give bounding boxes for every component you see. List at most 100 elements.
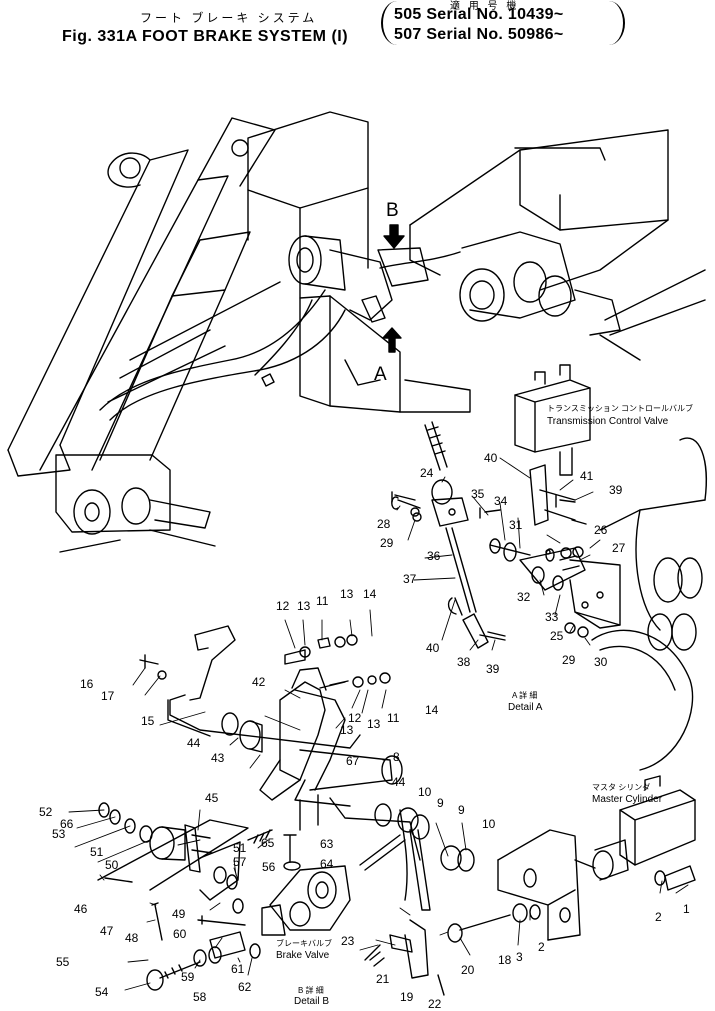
part-label: 44	[392, 775, 406, 789]
part-label: 10	[418, 785, 432, 799]
serial-line-1: 505 Serial No. 10439~	[394, 6, 564, 23]
part-label: 60	[173, 927, 187, 941]
serial-line-2: 507 Serial No. 50986~	[394, 26, 564, 43]
part-label: 12	[348, 711, 362, 725]
part-label: 47	[100, 924, 114, 938]
part-label: 2	[538, 940, 545, 954]
part-label: 30	[594, 655, 608, 669]
part-label: 35	[471, 487, 485, 501]
part-label: 11	[316, 594, 329, 608]
part-label: 3	[516, 950, 523, 964]
master-cylinder-jp: マスタ シリンダ	[592, 783, 651, 792]
part-label: 32	[517, 590, 531, 604]
detail-b-assembly	[97, 802, 445, 996]
part-label: 13	[367, 717, 381, 731]
part-label: 37	[403, 572, 417, 586]
part-label: 55	[56, 955, 70, 969]
part-label: 14	[363, 587, 377, 601]
part-label: 19	[400, 990, 414, 1004]
detail-a-assembly	[391, 421, 621, 649]
part-label: 9	[437, 796, 444, 810]
part-label: 58	[193, 990, 207, 1004]
fasteners	[139, 491, 589, 689]
part-label: 36	[427, 549, 441, 563]
part-label: 24	[420, 466, 434, 480]
part-label: 51	[233, 841, 247, 855]
part-label: 27	[612, 541, 626, 555]
part-label: 11	[387, 711, 400, 725]
detail-b-jp: B 詳 細	[298, 986, 324, 995]
part-label: 39	[486, 662, 500, 676]
view-label-b: B	[386, 200, 399, 221]
transmission-control-valve-jp: トランスミッション コントロールバルブ	[547, 404, 694, 413]
brake-valve-label: Brake Valve	[276, 950, 330, 961]
part-label: 48	[125, 931, 139, 945]
part-label: 66	[60, 817, 74, 831]
part-label: 29	[380, 536, 394, 550]
part-label: 20	[461, 963, 475, 977]
part-label: 17	[101, 689, 115, 703]
transmission-control-valve-label: Transmission Control Valve	[547, 416, 669, 427]
part-label: 14	[425, 703, 439, 717]
part-label: 10	[482, 817, 496, 831]
part-label: 29	[562, 653, 576, 667]
part-label: 28	[377, 517, 391, 531]
part-label: 57	[233, 855, 247, 869]
serial-bracket	[381, 1, 625, 45]
part-label: 45	[205, 791, 219, 805]
part-label: 9	[458, 803, 465, 817]
part-label: 13	[297, 599, 311, 613]
part-label: 52	[39, 805, 53, 819]
part-label: 50	[105, 858, 119, 872]
detail-b-label: Detail B	[294, 996, 330, 1007]
loader-arm-frame	[7, 111, 471, 553]
part-label: 21	[376, 972, 390, 986]
part-label: 38	[457, 655, 471, 669]
detail-a-jp: A 詳 細	[512, 691, 538, 700]
part-label: 41	[580, 469, 594, 483]
part-label: 13	[340, 723, 354, 737]
applicable-japanese: 適 用 号 機	[450, 1, 520, 12]
leader-lines	[68, 457, 689, 991]
part-label: 54	[95, 985, 109, 999]
detail-a-label: Detail A	[508, 702, 543, 713]
part-label: 23	[341, 934, 355, 948]
part-label: 64	[320, 857, 334, 871]
part-label: 31	[509, 518, 523, 532]
brake-pedal-assembly	[167, 625, 475, 979]
right-frame	[591, 437, 707, 771]
brake-valve-jp: ブレーキバルブ	[276, 939, 332, 948]
view-arrows	[382, 224, 405, 353]
part-label: 67	[346, 754, 360, 768]
part-label: 26	[594, 523, 608, 537]
part-label: 43	[211, 751, 225, 765]
part-label: 65	[261, 836, 275, 850]
part-label: 46	[74, 902, 88, 916]
part-label: 25	[550, 629, 564, 643]
part-label: 2	[655, 910, 662, 924]
part-label: 18	[498, 953, 512, 967]
part-label: 1	[683, 902, 690, 916]
part-label: 15	[141, 714, 155, 728]
part-label: 51	[90, 845, 104, 859]
view-label-a: A	[374, 364, 387, 385]
part-label: 62	[238, 980, 252, 994]
part-label: 40	[484, 451, 498, 465]
part-label: 8	[393, 750, 400, 764]
title-japanese: フート ブレーキ システム	[140, 11, 318, 25]
part-label: 56	[262, 860, 276, 874]
part-label: 44	[187, 736, 201, 750]
part-label: 40	[426, 641, 440, 655]
part-label: 61	[231, 962, 245, 976]
part-label: 39	[609, 483, 623, 497]
part-label: 13	[340, 587, 354, 601]
transmission-housing	[409, 129, 706, 361]
part-label: 16	[80, 677, 94, 691]
part-label: 63	[320, 837, 334, 851]
part-label: 53	[52, 827, 66, 841]
master-cylinder-assembly	[447, 775, 696, 943]
part-label: 42	[252, 675, 266, 689]
part-label: 49	[172, 907, 186, 921]
part-label: 34	[494, 494, 508, 508]
